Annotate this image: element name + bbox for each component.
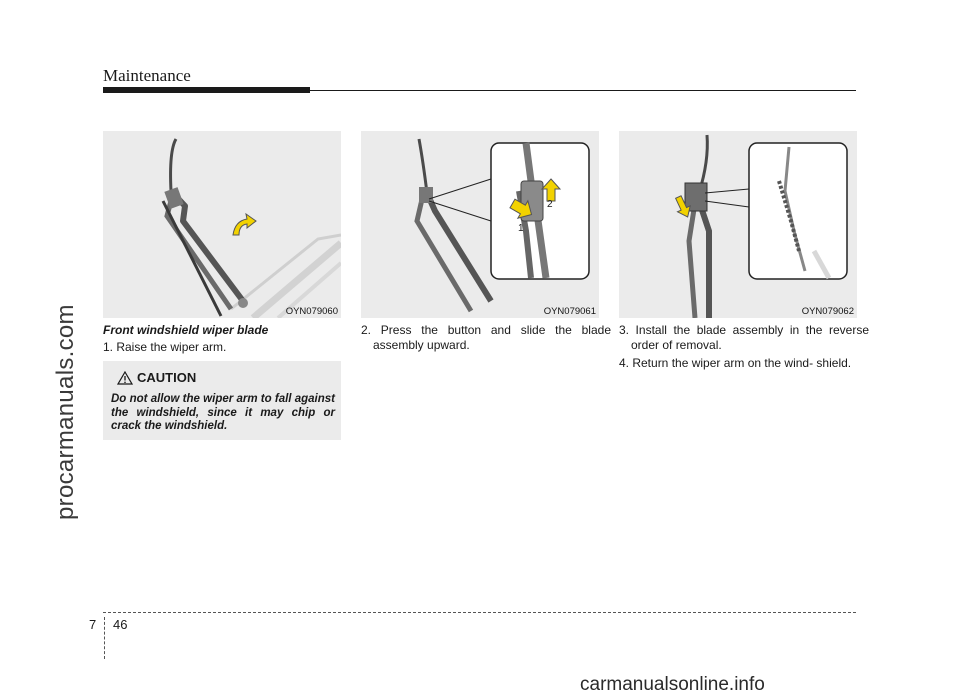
- figure-code: OYN079060: [285, 306, 338, 317]
- wiper-arm-illustration: [161, 138, 341, 318]
- wiper-blade-install-illustration: [684, 134, 848, 318]
- press-arrow-icon: [509, 198, 533, 219]
- caution-box: CAUTION Do not allow the wiper arm to fa…: [103, 361, 341, 440]
- footer-rule: [103, 612, 856, 613]
- bottom-watermark: carmanualsonline.info: [580, 674, 765, 695]
- figure-raise-wiper-arm: OYN079060: [103, 131, 341, 318]
- step-2: 2. Press the button and slide the blade …: [361, 323, 611, 352]
- chapter-number: 7: [89, 617, 97, 632]
- page-number: 46: [113, 617, 128, 632]
- footer-divider: [104, 617, 105, 659]
- wiper-blade-release-illustration: [414, 138, 590, 313]
- side-watermark-text: procarmanuals.com: [52, 304, 79, 520]
- step-4: 4. Return the wiper arm on the wind- shi…: [619, 356, 852, 370]
- figure-press-button: 1 2 OYN079061: [361, 131, 599, 318]
- install-arrow-icon: [675, 195, 691, 218]
- figure-code: OYN079062: [801, 306, 854, 317]
- slide-up-arrow-icon: [541, 178, 561, 202]
- warning-triangle-icon: [116, 370, 134, 385]
- callout-2-label: 2: [547, 199, 553, 210]
- header-rule-thin: [310, 90, 856, 91]
- section-heading: Front windshield wiper blade: [103, 323, 269, 337]
- caution-text: Do not allow the wiper arm to fall again…: [111, 393, 335, 432]
- figure-code: OYN079061: [543, 306, 596, 317]
- page-header-title: Maintenance: [103, 66, 191, 85]
- step-3: 3. Install the blade assembly in the rev…: [619, 323, 869, 352]
- step-1: 1. Raise the wiper arm.: [103, 340, 227, 354]
- header-rule-thick: [103, 87, 310, 93]
- figure-install-blade: OYN079062: [619, 131, 857, 318]
- caution-heading: CAUTION: [116, 370, 197, 385]
- callout-1-label: 1: [518, 223, 524, 234]
- caution-title: CAUTION: [137, 370, 197, 385]
- raise-arrow-icon: [232, 212, 257, 236]
